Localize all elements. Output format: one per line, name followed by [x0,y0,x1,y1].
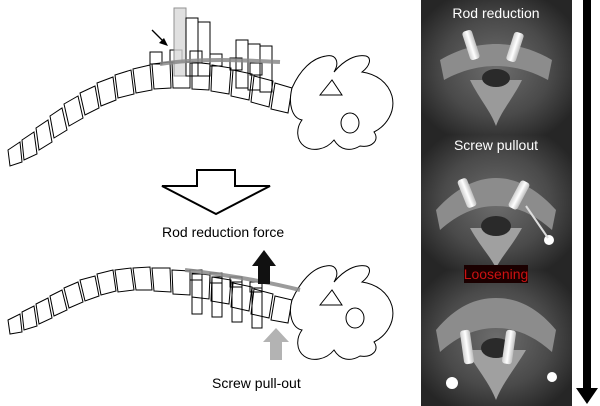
vertebral-bodies-top [7,61,293,167]
screws-bottom [191,273,263,329]
spine-after [7,265,394,360]
ct-panel-1: Rod reduction [421,0,572,135]
timeline-arrow-icon [576,0,598,404]
vertebral-bodies-bottom [7,266,293,335]
rod-bottom [184,268,301,292]
pelvis-bottom [289,265,394,360]
ct-panel-3-label: Loosening [464,266,529,282]
ct-panel-1-label: Rod reduction [452,5,539,21]
reduction-force-arrow-icon [252,250,276,284]
pointer-arrow-icon [151,29,168,46]
screw-pull-out-label: Screw pull-out [212,375,301,391]
spine-before [7,49,394,167]
pelvis-top [289,55,394,150]
rod-top [159,58,281,66]
process-arrow-icon [161,169,271,216]
pullout-arrow-icon [263,328,289,360]
ct-panel-2-label: Screw pullout [454,137,538,153]
rod-reduction-force-label: Rod reduction force [162,224,284,240]
ct-panel-3: Loosening [421,265,572,406]
screws-top [173,7,273,93]
ct-panel-2: Screw pullout [421,135,572,270]
